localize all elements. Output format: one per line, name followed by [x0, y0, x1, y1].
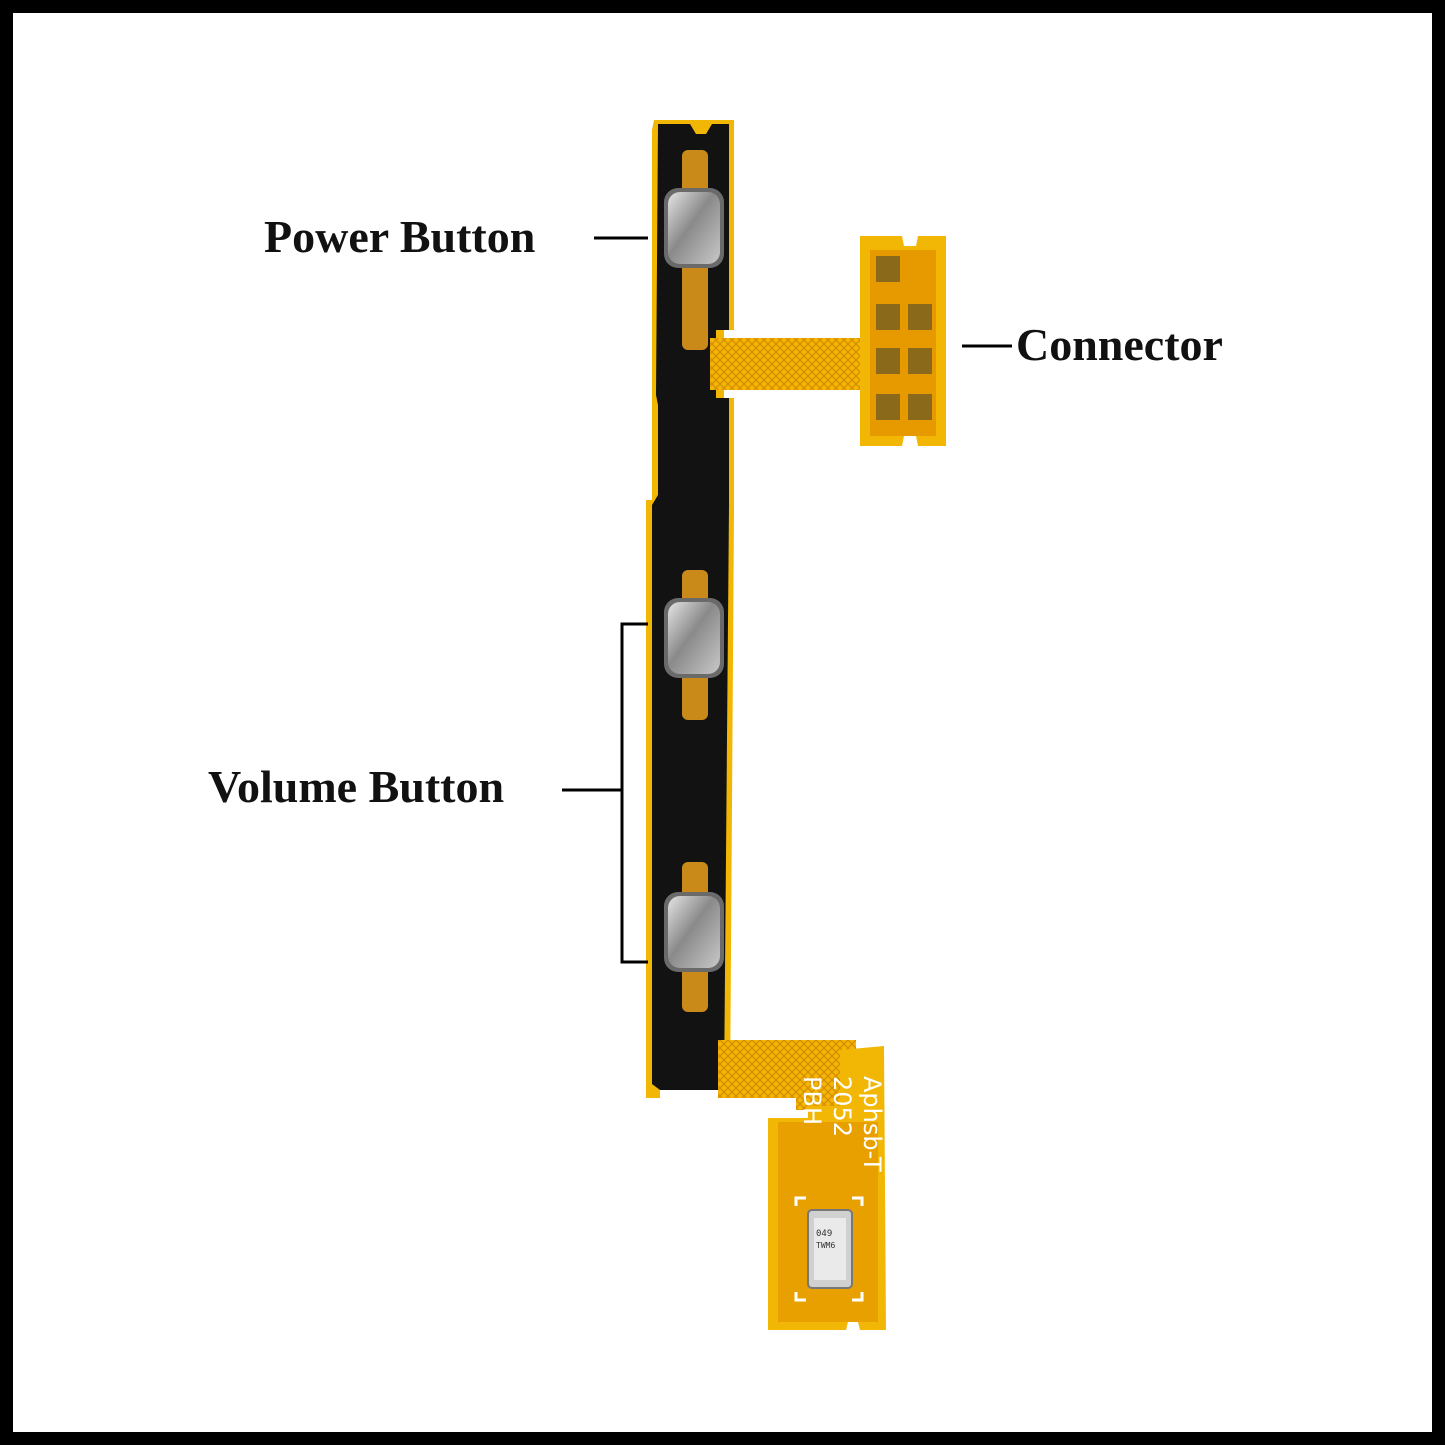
connector-contacts	[876, 256, 932, 420]
chip-print-line2: TWM6	[816, 1241, 835, 1250]
volume-bracket	[620, 622, 648, 964]
connector-label: Connector	[1016, 319, 1223, 370]
connector-ribbon	[710, 338, 870, 390]
volume-button-label: Volume Button	[208, 761, 505, 812]
microphone-chip-top	[814, 1218, 846, 1280]
power-switch	[664, 150, 724, 350]
volume-up-switch	[664, 570, 724, 720]
volume-down-switch	[664, 862, 724, 1012]
power-button-label: Power Button	[264, 211, 536, 262]
pcb-print-line2: 2052	[828, 1076, 856, 1137]
chip-silkscreen	[794, 1196, 864, 1302]
chip-print-line1: 049	[816, 1229, 832, 1239]
pcb-print-line1: Aphsb-T	[858, 1076, 886, 1172]
pcb-print: Aphsb-T 2052 PBH	[798, 1076, 886, 1172]
pcb-print-line3: PBH	[798, 1076, 826, 1125]
